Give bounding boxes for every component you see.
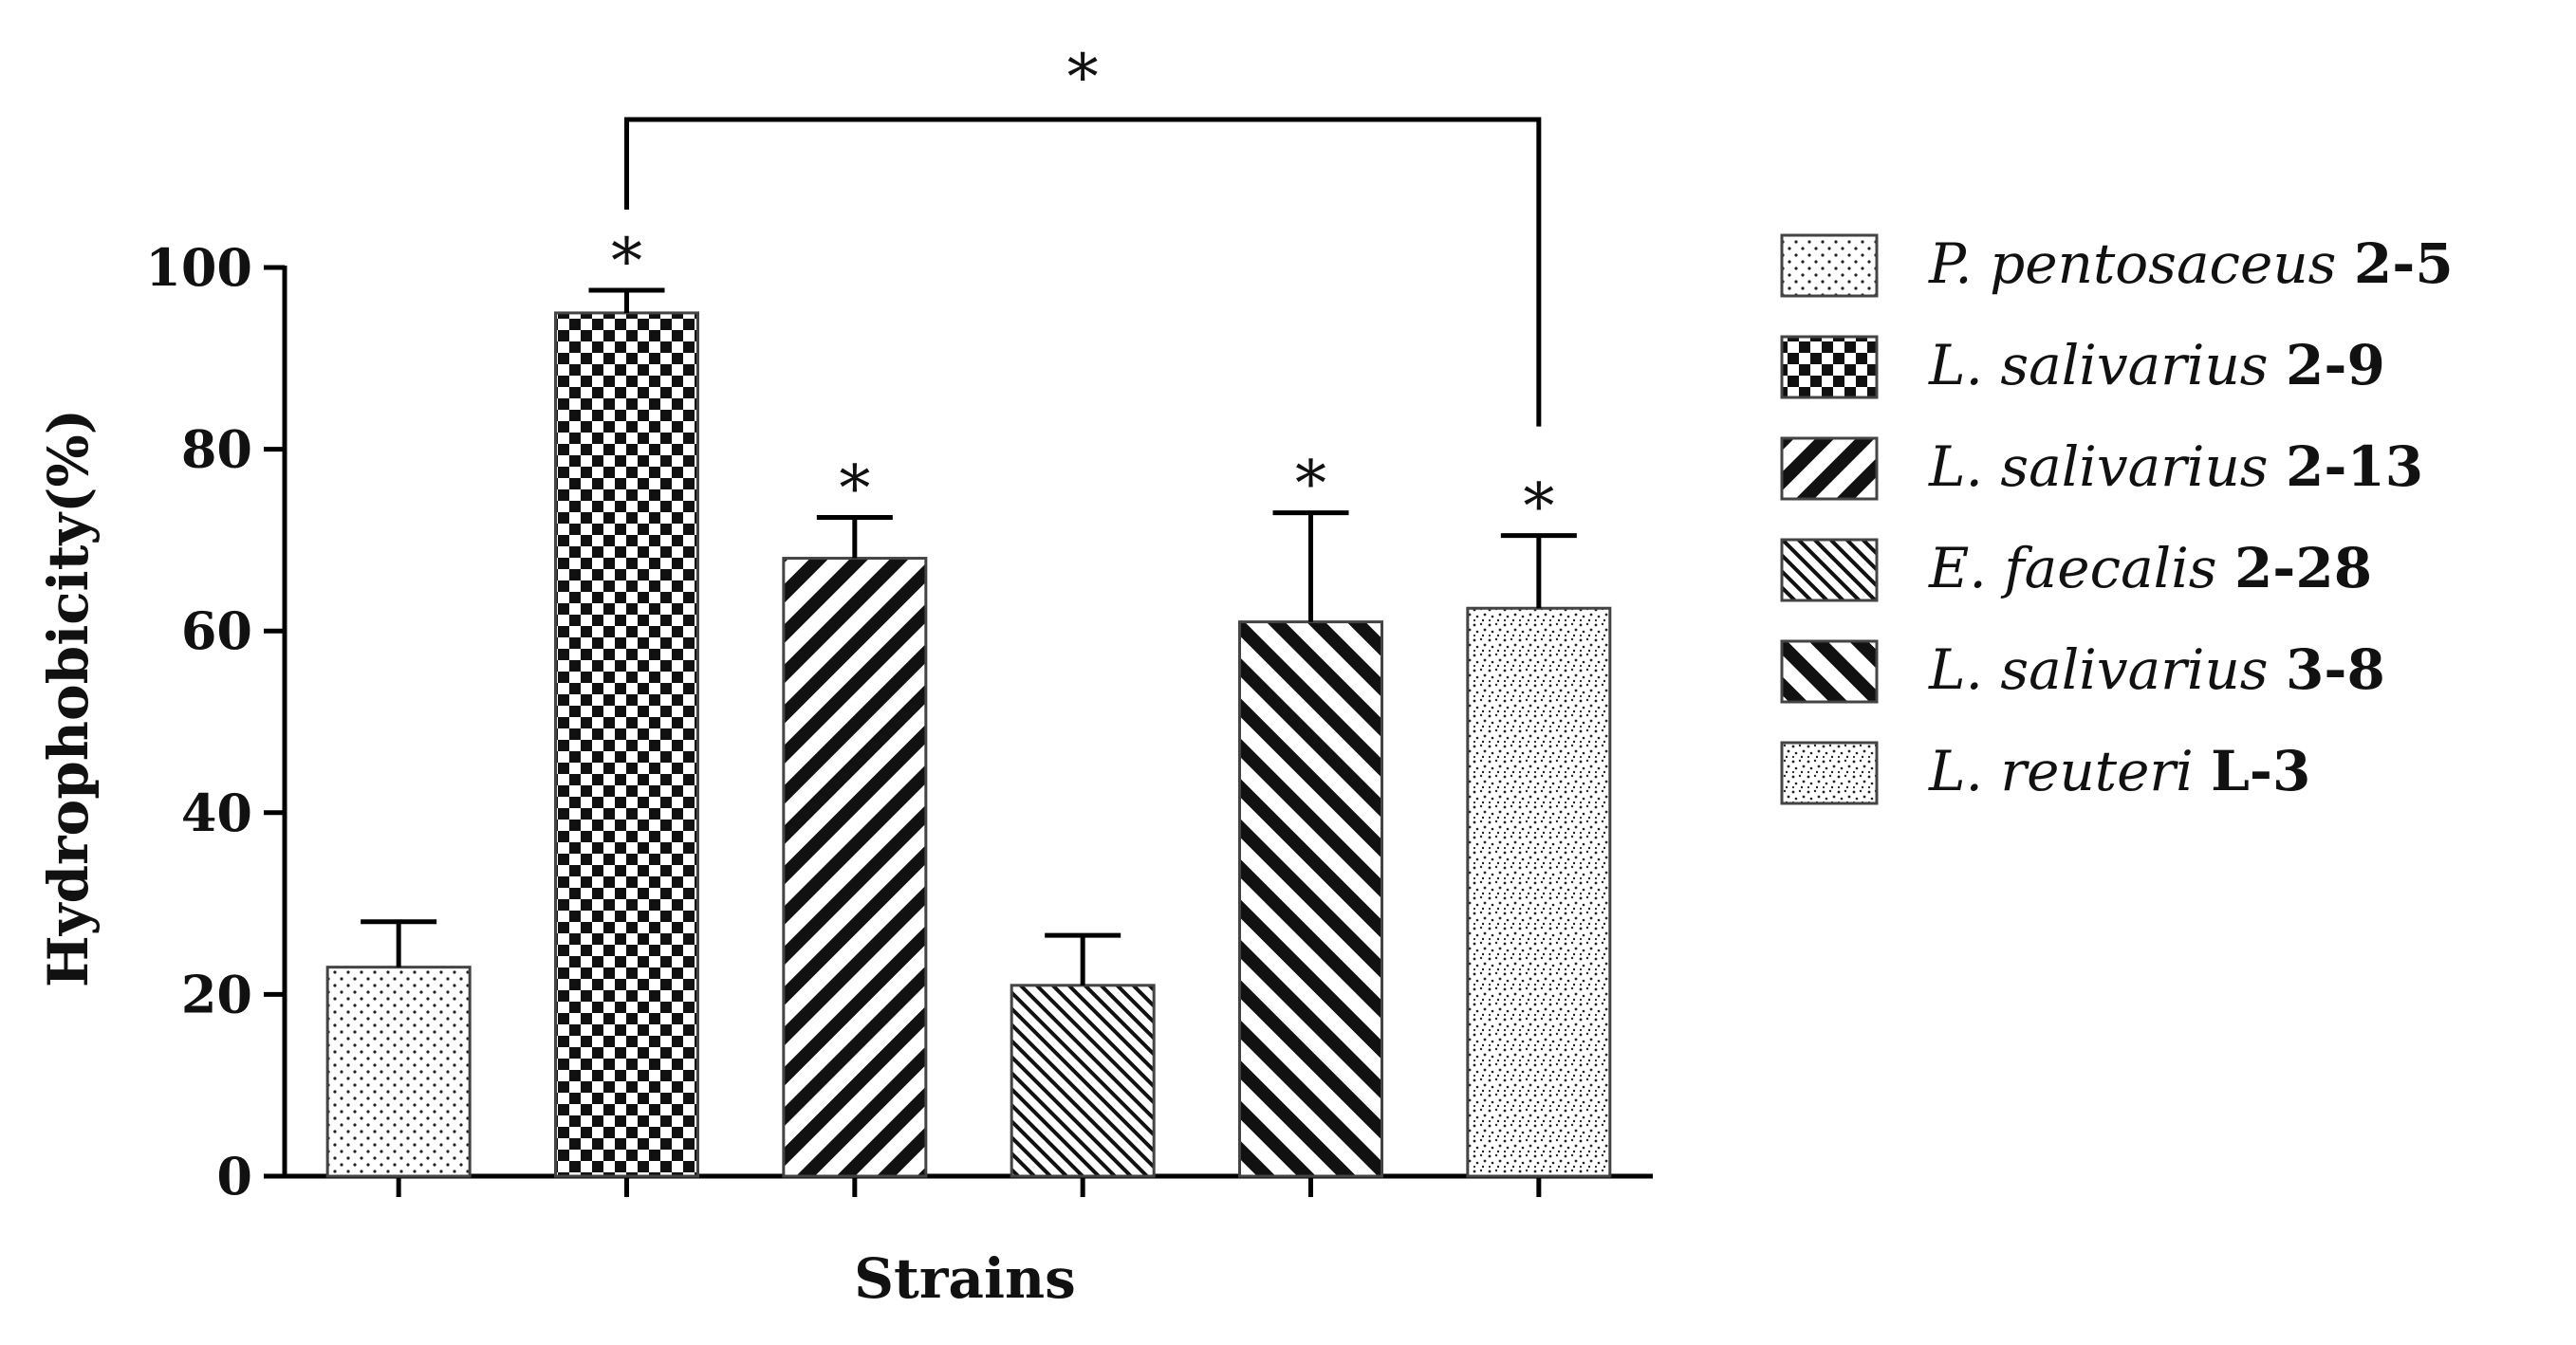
- legend-species: L. salivarius: [1928, 637, 2286, 702]
- bar: [782, 557, 928, 1178]
- legend-label: P. pentosaceus 2-5: [1928, 231, 2454, 296]
- legend-label: L. salivarius 3-8: [1928, 637, 2385, 702]
- legend-species: L. salivarius: [1928, 434, 2286, 499]
- legend-swatch: [1780, 741, 1879, 805]
- legend-species: P. pentosaceus: [1928, 231, 2354, 296]
- bar: [1010, 984, 1156, 1178]
- bar: [1238, 620, 1383, 1178]
- y-tick-label: 60: [181, 600, 252, 661]
- legend-item: L. salivarius 2-9: [1780, 333, 2385, 399]
- significance-bracket: [624, 117, 1542, 427]
- legend-item: L. reuteri L-3: [1780, 739, 2310, 805]
- y-tick-label: 0: [216, 1146, 252, 1207]
- y-tick-label: 40: [181, 783, 252, 843]
- legend-swatch: [1780, 233, 1879, 298]
- legend: P. pentosaceus 2-5L. salivarius 2-9L. sa…: [1780, 231, 2454, 805]
- legend-strain: 2-13: [2286, 434, 2423, 499]
- y-tick-label: 20: [181, 964, 252, 1024]
- significance-star: *: [1295, 448, 1326, 521]
- bar: [325, 966, 472, 1178]
- significance-star: *: [839, 451, 870, 525]
- significance-annotations: * * * * *: [611, 41, 1554, 544]
- legend-species: E. faecalis: [1928, 536, 2234, 600]
- axes: 0 20 40 60 80 100: [145, 237, 1653, 1207]
- legend-species: L. reuteri: [1928, 739, 2211, 803]
- x-axis-label: Strains: [854, 1246, 1076, 1311]
- legend-strain: L-3: [2211, 739, 2310, 803]
- bars: [325, 311, 1612, 1178]
- bracket-star: *: [1067, 41, 1099, 114]
- legend-label: E. faecalis 2-28: [1928, 536, 2372, 600]
- legend-swatch: [1780, 538, 1879, 602]
- y-tick-label: 100: [145, 237, 252, 298]
- legend-item: P. pentosaceus 2-5: [1780, 231, 2454, 298]
- bar: [554, 311, 699, 1178]
- legend-strain: 2-5: [2354, 231, 2454, 296]
- legend-strain: 2-28: [2234, 536, 2372, 600]
- legend-item: L. salivarius 2-13: [1780, 434, 2423, 501]
- error-bars: [361, 287, 1577, 986]
- legend-swatch: [1780, 639, 1879, 704]
- legend-label: L. salivarius 2-9: [1928, 333, 2385, 397]
- y-tick-label: 80: [181, 419, 252, 480]
- legend-item: E. faecalis 2-28: [1780, 536, 2372, 602]
- legend-swatch: [1780, 436, 1879, 501]
- y-axis-label: Hydrophobicity(%): [36, 409, 101, 987]
- legend-swatch: [1780, 335, 1879, 399]
- legend-strain: 2-9: [2286, 333, 2385, 397]
- legend-label: L. reuteri L-3: [1928, 739, 2310, 803]
- bar: [1466, 606, 1612, 1178]
- legend-item: L. salivarius 3-8: [1780, 637, 2385, 704]
- legend-strain: 3-8: [2286, 637, 2385, 702]
- significance-star: *: [611, 225, 642, 298]
- significance-star: *: [1523, 470, 1554, 544]
- legend-species: L. salivarius: [1928, 333, 2286, 397]
- legend-label: L. salivarius 2-13: [1928, 434, 2423, 499]
